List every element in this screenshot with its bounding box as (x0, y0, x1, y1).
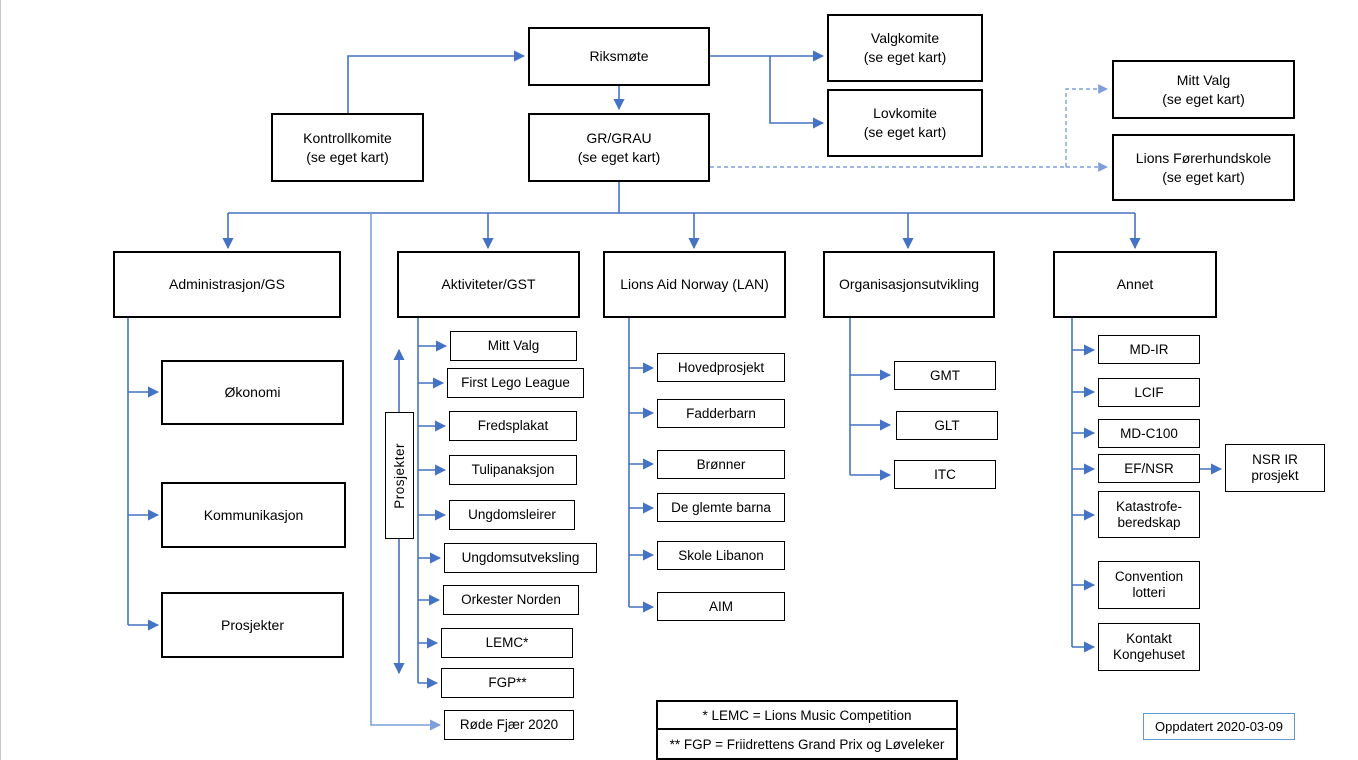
node-valgkomite: Valgkomite (se eget kart) (827, 14, 983, 82)
node-fgp: FGP** (441, 668, 574, 698)
node-rode-fjaer: Røde Fjær 2020 (444, 710, 574, 740)
node-itc: ITC (894, 460, 996, 489)
node-md-c100: MD-C100 (1098, 419, 1200, 448)
node-mitt-valg: Mitt Valg (450, 331, 577, 361)
node-ungdomsutveksling: Ungdomsutveksling (444, 543, 597, 573)
node-katastrofeberedskap: Katastrofe- beredskap (1098, 491, 1200, 538)
node-prosjekter-vertical: Prosjekter (385, 412, 414, 539)
node-gmt: GMT (894, 361, 996, 390)
node-kontrollkomite: Kontrollkomite (se eget kart) (271, 113, 424, 182)
footnote-box: * LEMC = Lions Music Competition ** FGP … (656, 700, 958, 760)
node-ungdomsleirer: Ungdomsleirer (449, 500, 575, 530)
node-aktiviteter: Aktiviteter/GST (397, 251, 580, 318)
node-fadderbarn: Fadderbarn (657, 399, 785, 428)
node-annet: Annet (1053, 251, 1217, 318)
page-edge (0, 0, 1, 760)
updated-badge: Oppdatert 2020-03-09 (1143, 713, 1295, 740)
node-lcif: LCIF (1098, 378, 1200, 407)
node-de-glemte-barna: De glemte barna (657, 493, 785, 522)
footnote-lemc: * LEMC = Lions Music Competition (658, 702, 956, 730)
node-convention-lotteri: Convention lotteri (1098, 561, 1200, 609)
node-skole-libanon: Skole Libanon (657, 541, 785, 570)
node-lemc: LEMC* (441, 628, 573, 658)
node-lovkomite: Lovkomite (se eget kart) (827, 89, 983, 157)
node-md-ir: MD-IR (1098, 335, 1200, 364)
node-ef-nsr: EF/NSR (1098, 454, 1200, 483)
node-gr-grau: GR/GRAU (se eget kart) (528, 113, 710, 182)
node-okonomi: Økonomi (161, 360, 344, 425)
node-aim: AIM (657, 592, 785, 621)
node-forerhundskole: Lions Førerhundskole (se eget kart) (1112, 134, 1295, 201)
node-riksmote: Riksmøte (528, 27, 710, 86)
node-prosjekter: Prosjekter (161, 592, 344, 658)
node-kommunikasjon: Kommunikasjon (161, 482, 346, 548)
node-administrasjon: Administrasjon/GS (113, 251, 341, 318)
footnote-fgp: ** FGP = Friidrettens Grand Prix og Løve… (669, 736, 945, 752)
node-tulipanaksjon: Tulipanaksjon (449, 455, 577, 485)
node-lan: Lions Aid Norway (LAN) (603, 251, 786, 318)
node-nsr-ir-prosjekt: NSR IR prosjekt (1225, 444, 1325, 492)
node-orkester-norden: Orkester Norden (443, 585, 579, 615)
node-organisasjonsutvikling: Organisasjonsutvikling (823, 251, 995, 318)
node-glt: GLT (896, 411, 998, 440)
node-bronner: Brønner (657, 450, 785, 479)
node-hovedprosjekt: Hovedprosjekt (657, 353, 785, 382)
node-kontakt-kongehuset: Kontakt Kongehuset (1098, 623, 1200, 671)
node-mitt-valg-kart: Mitt Valg (se eget kart) (1112, 60, 1295, 119)
node-fredsplakat: Fredsplakat (449, 411, 577, 441)
node-first-lego-league: First Lego League (447, 368, 584, 398)
